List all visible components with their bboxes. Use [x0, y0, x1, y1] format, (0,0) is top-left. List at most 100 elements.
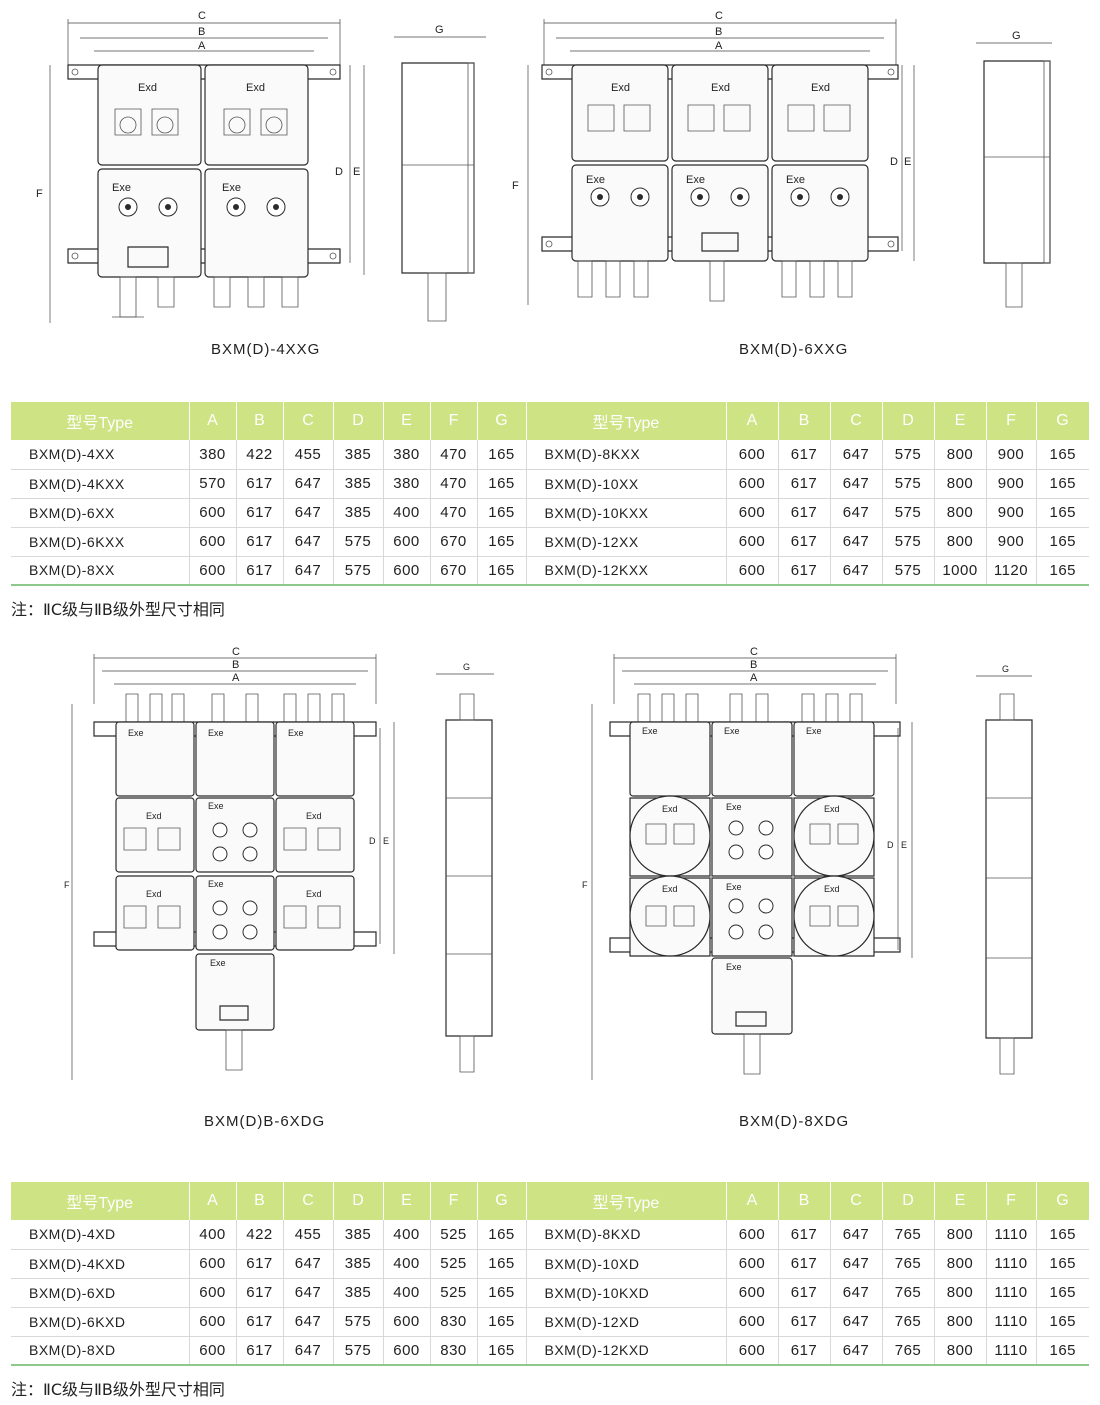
dimension-cell: 800 — [934, 1249, 987, 1279]
note-text: 注：ⅡC级与ⅡB级外型尺寸相同 — [11, 600, 225, 619]
model-cell: BXM(D)-4XX — [11, 440, 190, 470]
dimension-cell: 165 — [1036, 1249, 1089, 1279]
dim-d-label: D — [369, 836, 376, 846]
panel-label: Exd — [146, 811, 162, 821]
dimension-cell: 165 — [1036, 469, 1089, 499]
dimension-cell: 765 — [882, 1220, 935, 1250]
dimension-cell: 575 — [882, 440, 935, 470]
panel-label: Exe — [726, 962, 742, 972]
panel-label: Exe — [208, 879, 224, 889]
panel-label: Exe — [726, 802, 742, 812]
caption-bxmb-6xdg: BXM(D)B-6XDG — [204, 1113, 326, 1130]
dimension-cell: 647 — [283, 1336, 334, 1366]
column-header: 型号Type — [11, 1182, 190, 1220]
dim-b-label: B — [232, 659, 239, 671]
dimension-cell: 670 — [430, 527, 478, 557]
dimension-cell: 830 — [430, 1307, 478, 1337]
dimension-cell: 600 — [726, 527, 779, 557]
dim-d-label: D — [887, 840, 894, 850]
dimension-cell: 470 — [430, 440, 478, 470]
dimension-cell: 600 — [726, 1220, 779, 1250]
dimension-cell: 1000 — [934, 556, 987, 586]
table-header-row: 型号Type A B C D E F G 型号Type A B C D E F … — [11, 1182, 1090, 1220]
dimension-cell: 617 — [236, 527, 284, 557]
panel-label: Exe — [288, 728, 304, 738]
column-header: D — [333, 402, 384, 440]
dimension-cell: 165 — [477, 1220, 527, 1250]
column-header: C — [283, 402, 334, 440]
dimension-cell: 617 — [236, 556, 284, 586]
drawing-bxm-6xxg: C B A Exd Exd Exd Exe Exe Exe — [512, 5, 1080, 335]
dimension-cell: 800 — [934, 1220, 987, 1250]
panel-label: Exd — [146, 889, 162, 899]
dim-g-label: G — [463, 662, 470, 672]
dimension-cell: 900 — [986, 469, 1037, 499]
dimension-cell: 400 — [383, 1220, 431, 1250]
dim-f-label: F — [582, 880, 588, 890]
dimension-cell: 800 — [934, 527, 987, 557]
dimension-cell: 165 — [1036, 1336, 1089, 1366]
column-header: B — [778, 402, 831, 440]
dimension-cell: 575 — [882, 469, 935, 499]
dimension-cell: 900 — [986, 527, 1037, 557]
dim-a-label: A — [715, 40, 723, 52]
model-cell: BXM(D)-10XD — [526, 1249, 727, 1279]
panel-label: Exe — [726, 882, 742, 892]
dimension-cell: 600 — [383, 1307, 431, 1337]
drawing-bxm-4xxg: C B A Exd Exd Exe Exe F — [30, 5, 500, 335]
panel-label: Exd — [711, 82, 730, 94]
dimension-cell: 600 — [189, 1336, 237, 1366]
dim-e-label: E — [353, 166, 360, 178]
dimension-cell: 1110 — [986, 1307, 1037, 1337]
dimension-cell: 647 — [283, 498, 334, 528]
dimension-cell: 600 — [383, 527, 431, 557]
panel-label: Exd — [306, 889, 322, 899]
dim-c-label: C — [750, 646, 758, 658]
panel-label: Exd — [824, 884, 840, 894]
dimension-cell: 647 — [830, 469, 883, 499]
panel-label: Exe — [128, 728, 144, 738]
column-header: B — [236, 1182, 284, 1220]
column-header: F — [430, 402, 478, 440]
dimension-cell: 1110 — [986, 1249, 1037, 1279]
caption-bxm-4xxg: BXM(D)-4XXG — [211, 341, 321, 358]
dimension-cell: 385 — [333, 1278, 384, 1308]
column-header: F — [430, 1182, 478, 1220]
dimension-cell: 617 — [778, 440, 831, 470]
dim-d-label: D — [335, 166, 343, 178]
column-header: B — [236, 402, 284, 440]
dimension-cell: 600 — [383, 556, 431, 586]
model-cell: BXM(D)-10KXD — [526, 1278, 727, 1308]
column-header: E — [383, 402, 431, 440]
model-cell: BXM(D)-10KXX — [526, 498, 727, 528]
dim-c-label: C — [715, 10, 723, 22]
column-header: F — [986, 1182, 1037, 1220]
model-cell: BXM(D)-8KXX — [526, 440, 727, 470]
column-header: C — [830, 1182, 883, 1220]
column-header: C — [830, 402, 883, 440]
column-header: 型号Type — [526, 402, 727, 440]
dimension-cell: 765 — [882, 1307, 935, 1337]
model-cell: BXM(D)-4KXX — [11, 469, 190, 499]
dimension-cell: 800 — [934, 1278, 987, 1308]
dimension-cell: 575 — [333, 527, 384, 557]
dimension-cell: 647 — [283, 1278, 334, 1308]
dimension-cell: 617 — [778, 1307, 831, 1337]
dimension-cell: 165 — [477, 1249, 527, 1279]
panel-label: Exe — [112, 182, 131, 194]
model-cell: BXM(D)-6KXD — [11, 1307, 190, 1337]
dimension-cell: 400 — [189, 1220, 237, 1250]
dimension-cell: 380 — [383, 440, 431, 470]
caption-bxm-8xdg: BXM(D)-8XDG — [739, 1113, 850, 1130]
dimension-cell: 570 — [189, 469, 237, 499]
panel-label: Exe — [208, 728, 224, 738]
column-header: F — [986, 402, 1037, 440]
dimension-cell: 647 — [830, 527, 883, 557]
dimension-cell: 1110 — [986, 1336, 1037, 1366]
dimension-cell: 647 — [830, 1220, 883, 1250]
dim-g-label: G — [435, 24, 444, 36]
dimension-cell: 165 — [1036, 1278, 1089, 1308]
dimension-cell: 647 — [830, 1249, 883, 1279]
column-header: 型号Type — [526, 1182, 727, 1220]
